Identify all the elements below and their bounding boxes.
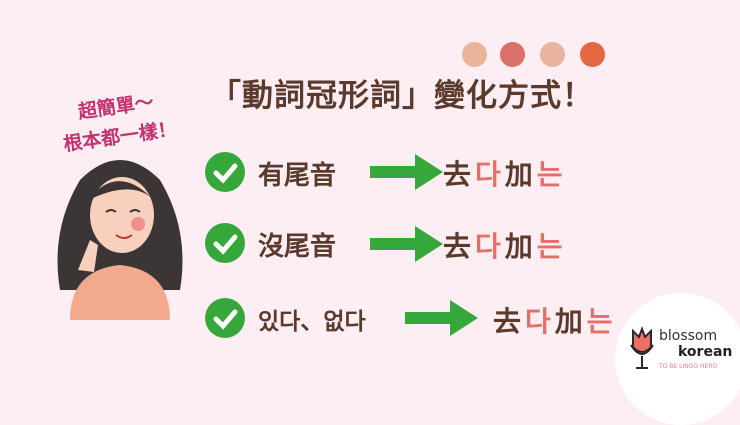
- arrow-right-icon: [405, 300, 478, 336]
- condition-label: 沒尾音: [258, 232, 337, 262]
- arrow-right-icon: [370, 226, 443, 262]
- brand-logo: blossom korean TO BE LINGO HERO: [615, 293, 740, 425]
- check-icon: [205, 152, 245, 192]
- woman-illustration: [57, 160, 183, 320]
- palette-dot: [500, 42, 525, 67]
- logo-line1: blossom: [659, 328, 718, 344]
- logo-line2: korean: [678, 344, 733, 360]
- check-icon: [205, 298, 245, 338]
- microphone-tulip-icon: [630, 326, 654, 369]
- check-icon: [205, 223, 245, 263]
- result-text: 去다加는: [443, 230, 567, 263]
- condition-label: 有尾音: [258, 161, 337, 191]
- condition-label: 있다、없다: [258, 309, 366, 335]
- palette-dot: [580, 42, 605, 67]
- result-text: 去다加는: [443, 158, 567, 191]
- palette-dot: [462, 42, 487, 67]
- logo-slogan: TO BE LINGO HERO: [659, 363, 718, 370]
- page-title: 「動詞冠形詞」變化方式！: [210, 78, 594, 114]
- arrow-right-icon: [370, 154, 443, 190]
- palette-dot: [540, 42, 565, 67]
- result-text: 去다加는: [493, 305, 617, 338]
